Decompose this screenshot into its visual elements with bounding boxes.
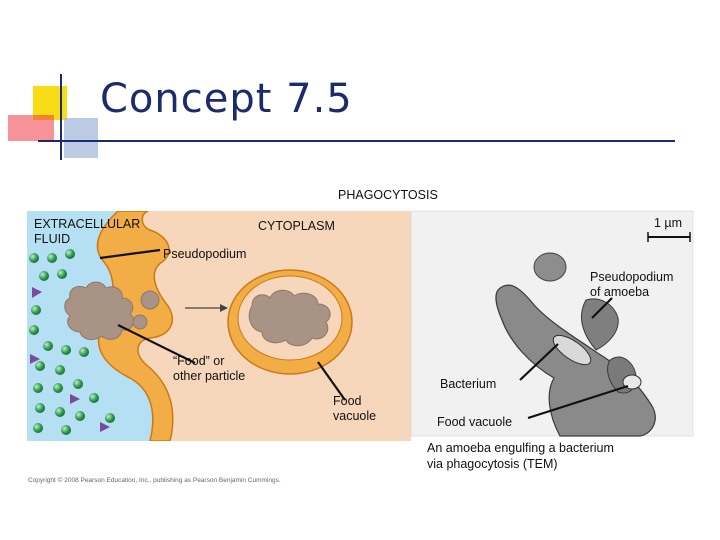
logo-blue-square <box>64 118 98 158</box>
vacuole-particle <box>248 289 331 347</box>
green-molecule <box>61 345 71 355</box>
scale-bar <box>647 232 691 242</box>
leader-food-vacuole-tem <box>527 384 629 420</box>
bacterium-cell <box>533 252 567 282</box>
green-molecule <box>31 305 41 315</box>
food-particle-lobe <box>140 290 160 310</box>
purple-molecule <box>70 394 80 404</box>
tem-bacterium <box>552 334 592 366</box>
label-scale-bar: 1 µm <box>654 216 683 230</box>
green-molecule <box>75 411 85 421</box>
green-molecule <box>57 269 67 279</box>
purple-molecule <box>100 422 110 432</box>
green-molecule <box>35 403 45 413</box>
green-molecule <box>53 383 63 393</box>
food-particle <box>64 281 135 340</box>
process-arrow-head <box>220 304 228 312</box>
green-molecule <box>47 253 57 263</box>
green-molecule <box>35 361 45 371</box>
green-molecule <box>79 347 89 357</box>
green-molecule <box>73 379 83 389</box>
green-molecule <box>29 325 39 335</box>
green-molecule <box>89 393 99 403</box>
purple-molecule <box>30 354 40 364</box>
green-molecule <box>33 423 43 433</box>
green-molecule <box>65 249 75 259</box>
label-pseudopodium: Pseudopodium <box>163 247 247 261</box>
extracellular-molecules <box>29 249 115 435</box>
label-pseudopodium-of-amoeba: Pseudopodium of amoeba <box>590 270 674 299</box>
slide-title: Concept 7.5 <box>100 76 353 122</box>
green-molecule <box>33 383 43 393</box>
amoeba-pseudopodium <box>581 298 619 351</box>
leader-bacterium <box>519 343 559 381</box>
leader-food-vacuole <box>317 361 346 401</box>
label-food-vacuole-tem: Food vacuole <box>437 415 513 429</box>
food-particle-lobe <box>132 314 148 330</box>
tem-micrograph <box>410 210 694 437</box>
green-molecule <box>29 253 39 263</box>
leader-extracellular <box>99 248 161 260</box>
label-food-particle: “Food” or other particle <box>173 354 246 383</box>
green-molecule <box>55 407 65 417</box>
label-cytoplasm: CYTOPLASM <box>258 219 335 233</box>
figure-caption: An amoeba engulfing a bacterium via phag… <box>427 441 614 471</box>
green-molecule <box>61 425 71 435</box>
title-logo-decoration <box>8 74 675 160</box>
label-bacterium: Bacterium <box>440 377 497 391</box>
figure-title: PHAGOCYTOSIS <box>338 188 438 202</box>
purple-molecule <box>32 287 42 298</box>
green-molecule <box>39 271 49 281</box>
leader-pseudopodium-amoeba <box>591 297 613 319</box>
label-food-vacuole: Food vacuole <box>333 394 377 423</box>
logo-red-square <box>8 115 54 141</box>
label-extracellular-fluid: EXTRACELLULAR FLUID <box>34 217 141 246</box>
illustration-panel <box>27 211 411 441</box>
green-molecule <box>43 341 53 351</box>
leader-lines <box>99 248 629 420</box>
copyright-notice: Copyright © 2008 Pearson Education, Inc.… <box>28 477 281 484</box>
green-molecule <box>55 365 65 375</box>
green-molecule <box>105 413 115 423</box>
leader-food-particle <box>117 324 196 364</box>
